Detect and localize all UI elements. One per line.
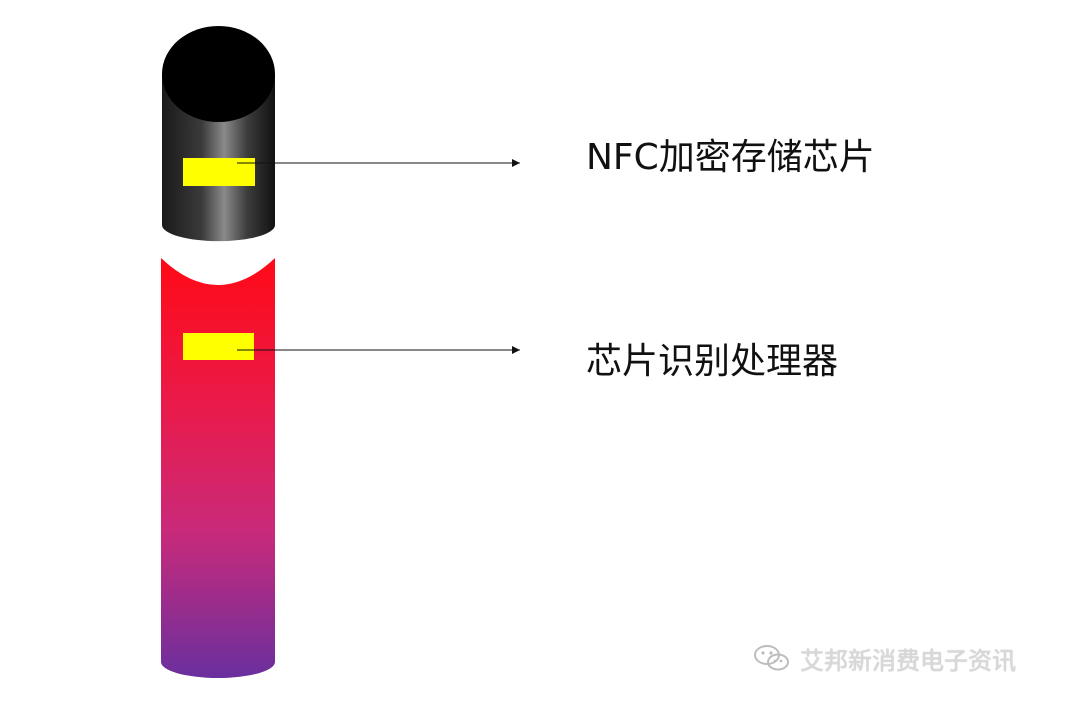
body-cylinder xyxy=(161,258,275,678)
nfc-chip-label: NFC加密存储芯片 xyxy=(586,137,875,178)
watermark-text: 艾邦新消费电子资讯 xyxy=(800,646,1016,675)
cap-cylinder xyxy=(162,26,275,242)
processor-label: 芯片识别处理器 xyxy=(586,341,839,382)
wechat-icon xyxy=(754,645,789,671)
nfc-chip xyxy=(183,158,255,186)
body-shell xyxy=(161,258,275,678)
cap-body xyxy=(162,74,275,242)
processor-chip xyxy=(183,333,254,360)
cap-top-face xyxy=(162,26,275,122)
watermark: 艾邦新消费电子资讯 xyxy=(752,640,1016,676)
